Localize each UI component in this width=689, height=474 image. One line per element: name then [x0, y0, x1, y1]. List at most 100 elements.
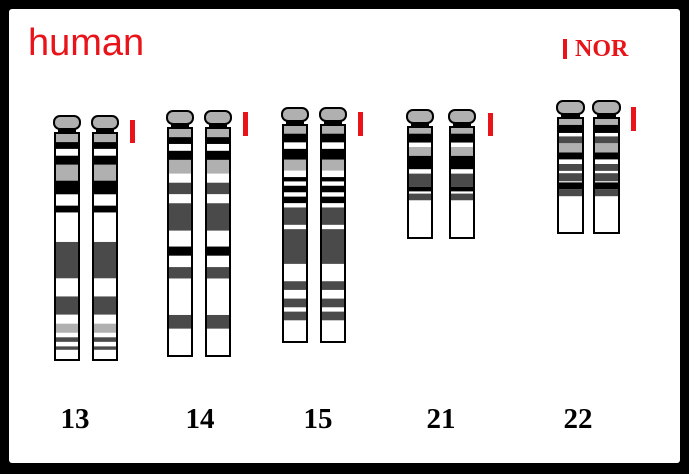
chr13-chromatid1-stalk	[58, 128, 76, 134]
chr22-chromatid1-band-9	[559, 189, 582, 197]
chr15-chromatid1-band-10	[284, 281, 306, 290]
chr15-chromatid1-band-5	[284, 177, 306, 182]
chr21-chromatid2-band-2	[451, 133, 473, 143]
chr22-chromatid2-band-8	[595, 182, 618, 190]
chr14-chromatid1-band-3	[169, 150, 191, 160]
chromosome-label-21: 21	[426, 403, 456, 435]
chr22-chromatid1-outline	[557, 117, 584, 234]
chr14-chromatid1-outline	[167, 127, 193, 357]
chr13-chromatid2-band-8	[94, 296, 116, 315]
chr15-chromatid1-outline	[282, 124, 308, 343]
chr13-chromatid2-band-2	[94, 142, 116, 149]
chr15-chromatid2-band-3	[322, 148, 344, 160]
chr21-chromatid2-outline	[449, 126, 475, 239]
chr14-chromatid1-band-7	[169, 246, 191, 256]
chr13-chromatid2-band-11	[94, 346, 116, 350]
chr22-chromatid2-band-4	[595, 143, 618, 153]
chr13-chromatid2-band-5	[94, 180, 116, 195]
chr15-chromatid1-band-12	[284, 311, 306, 321]
chr15-chromatid1-band-2	[284, 133, 306, 143]
chr22-chromatid1-band-7	[559, 173, 582, 182]
chr13-chromatid1-outline	[54, 132, 80, 361]
chr13-chromatid2-satellite	[91, 115, 119, 130]
chr14-chromatid2-outline	[205, 127, 231, 357]
chr22-chromatid1-band-1	[559, 118, 582, 125]
chr14-chromatid1-band-8	[169, 267, 191, 279]
chr14-chromatid2-band-3	[207, 150, 229, 160]
chr14-chromatid2-band-6	[207, 203, 229, 231]
chr13-chromatid2-band-1	[94, 133, 116, 143]
chr14-chromatid2-band-9	[207, 314, 229, 329]
chr21-chromatid2-band-5	[451, 173, 473, 187]
chr21-chromatid2-band-4	[451, 155, 473, 170]
chr15-chromatid2-band-7	[322, 196, 344, 204]
chr14-chromatid1-band-4	[169, 159, 191, 174]
chr21-nor-marker	[488, 113, 493, 136]
chr13-chromatid1-band-3	[56, 155, 78, 165]
chr15-chromatid2-band-1	[322, 125, 344, 134]
chr21-chromatid2-band-7	[451, 193, 473, 201]
chr13-chromatid2-band-3	[94, 155, 116, 165]
chr21-chromatid1-band-7	[409, 193, 431, 201]
chr14-chromatid2-band-7	[207, 246, 229, 256]
chr21-chromatid2-satellite	[448, 109, 476, 124]
chr13-chromatid2-band-4	[94, 164, 116, 181]
chr13-chromatid1-band-11	[56, 346, 78, 350]
chr21-chromatid1-band-5	[409, 173, 431, 187]
chr22-chromatid2-band-9	[595, 189, 618, 197]
chr13-chromatid1-band-6	[56, 205, 78, 213]
chr14-nor-marker	[243, 112, 248, 136]
chr15-chromatid2-band-12	[322, 311, 344, 321]
chr21-chromatid1-stalk	[411, 122, 429, 128]
species-title: human	[28, 22, 145, 64]
chr15-chromatid2-band-5	[322, 177, 344, 182]
chr14-chromatid1-band-9	[169, 314, 191, 329]
chr14-chromatid1-stalk	[171, 123, 189, 129]
chr14-chromatid1-band-2	[169, 137, 191, 144]
chr22-chromatid1-band-4	[559, 143, 582, 153]
chr22-chromatid1-band-6	[559, 164, 582, 171]
chr13-chromatid1-satellite	[53, 115, 81, 130]
chr13-chromatid1-band-9	[56, 323, 78, 333]
chr22-chromatid1-satellite	[556, 100, 585, 115]
chr22-nor-marker	[631, 107, 636, 131]
legend: NOR	[563, 36, 628, 62]
chr21-chromatid2-band-6	[451, 186, 473, 192]
chr15-chromatid2-stalk	[324, 120, 342, 126]
chr22-chromatid1-band-8	[559, 182, 582, 190]
chr22-chromatid2-band-2	[595, 124, 618, 133]
chr13-chromatid2-outline	[92, 132, 118, 361]
chr14-chromatid2-satellite	[204, 110, 232, 125]
chr14-chromatid2-band-2	[207, 137, 229, 144]
chr15-chromatid2-band-2	[322, 133, 344, 143]
chr13-nor-marker	[130, 120, 135, 143]
chr14-chromatid1-band-6	[169, 203, 191, 231]
chr22-chromatid2-satellite	[592, 100, 621, 115]
chr13-chromatid1-band-5	[56, 180, 78, 195]
chr14-chromatid1-band-1	[169, 128, 191, 138]
chr13-chromatid2-stalk	[96, 128, 114, 134]
chr15-chromatid2-band-11	[322, 298, 344, 308]
chr22-chromatid2-band-6	[595, 164, 618, 171]
chr15-chromatid2-band-8	[322, 207, 344, 225]
chr21-chromatid2-stalk	[453, 122, 471, 128]
chr22-chromatid1-stalk	[561, 113, 580, 119]
chr14-chromatid2-band-4	[207, 159, 229, 174]
chr15-chromatid2-band-10	[322, 281, 344, 290]
chr22-chromatid2-band-5	[595, 152, 618, 160]
chr22-chromatid2-outline	[593, 117, 620, 234]
chr15-chromatid1-band-7	[284, 196, 306, 204]
chr13-chromatid1-band-10	[56, 337, 78, 342]
chr13-chromatid1-band-8	[56, 296, 78, 315]
chr22-chromatid2-band-3	[595, 136, 618, 144]
chr21-chromatid2-band-3	[451, 146, 473, 156]
chr13-chromatid2-band-6	[94, 205, 116, 213]
chr15-nor-marker	[358, 112, 363, 136]
chr21-chromatid1-satellite	[406, 109, 434, 124]
chr13-chromatid1-band-1	[56, 133, 78, 143]
chr15-chromatid1-band-11	[284, 298, 306, 308]
chr13-chromatid2-band-10	[94, 337, 116, 342]
chr14-chromatid1-band-5	[169, 182, 191, 195]
chr15-chromatid1-band-4	[284, 159, 306, 171]
